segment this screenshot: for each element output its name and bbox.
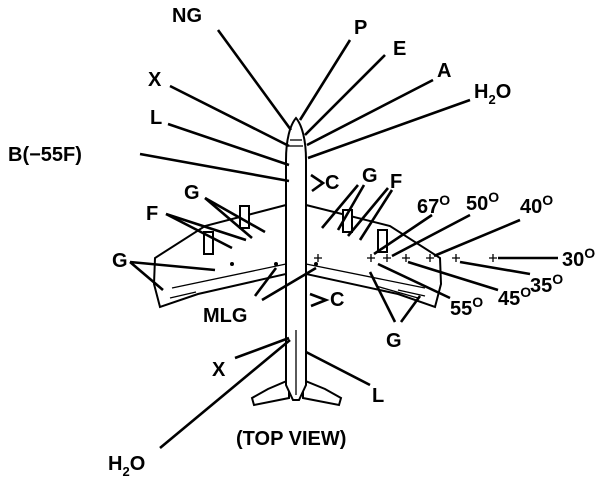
leader-f-right-b: [358, 189, 394, 241]
leader-g-left-upper-b: [204, 197, 253, 239]
leader-50: [391, 213, 471, 258]
leader-a: [306, 78, 434, 147]
engine-left-inner: [239, 205, 250, 229]
label-a: A: [437, 60, 451, 82]
label-e: E: [393, 38, 406, 60]
leader-f-left-b: [165, 212, 233, 250]
leader-b: [139, 152, 290, 183]
label-b-probe: B(−55F): [8, 144, 82, 166]
leader-l-bottom: [305, 350, 371, 387]
labels: NG P E A H2O X L B(−55F) C G G F F G MLG…: [8, 5, 595, 479]
right-stabilizer: [302, 378, 343, 407]
angle-30: 30O: [562, 245, 595, 271]
leader-h2o-top: [307, 98, 471, 160]
label-ng: NG: [172, 5, 202, 27]
angle-40: 40O: [520, 192, 553, 218]
leader-g-left-lower-b: [129, 261, 164, 291]
label-c-fwd: C: [325, 172, 339, 194]
label-l-top: L: [150, 107, 162, 129]
label-f-right: F: [390, 171, 402, 193]
leader-e: [304, 54, 386, 136]
label-x-bottom: X: [212, 359, 226, 381]
leader-mlg-b: [261, 266, 317, 302]
leader-g-left-upper-a: [204, 196, 266, 234]
label-l-bottom: L: [372, 385, 384, 407]
engine-right-outer: [377, 229, 388, 253]
leader-x-bottom: [234, 336, 290, 360]
right-wing: [305, 203, 443, 309]
label-g-left-lower: G: [112, 250, 128, 272]
leader-lines: [129, 29, 558, 449]
leader-ng: [216, 29, 293, 131]
engine-left-outer: [203, 231, 214, 255]
angle-55: 55O: [450, 294, 483, 320]
leader-g-right-upper-a: [321, 184, 359, 229]
label-h2o-top: H2O: [474, 81, 511, 107]
leader-45: [407, 260, 499, 292]
aircraft-outline: [152, 116, 443, 407]
angle-50: 50O: [466, 189, 499, 215]
label-g-right-upper: G: [362, 165, 378, 187]
leader-c-aft: [309, 292, 330, 308]
leader-c-fwd: [310, 173, 326, 193]
label-mlg: MLG: [203, 305, 247, 327]
leader-f-right-a: [347, 187, 389, 237]
angle-45: 45O: [498, 284, 531, 310]
label-h2o-bottom: H2O: [108, 453, 145, 479]
left-wing: [152, 203, 287, 309]
leader-h2o-bottom: [159, 339, 291, 449]
leader-x-top: [169, 84, 290, 148]
leader-p: [298, 39, 352, 121]
leader-67: [373, 213, 433, 256]
label-f-left: F: [146, 203, 158, 225]
leader-55: [377, 262, 451, 300]
angle-35: 35O: [530, 271, 563, 297]
label-c-aft: C: [330, 289, 344, 311]
left-stabilizer: [250, 378, 290, 407]
wing-sensor-markers: [230, 254, 497, 266]
leader-mlg-a: [253, 267, 278, 297]
leader-g-right-lower-b: [399, 295, 422, 323]
label-x-top: X: [148, 69, 162, 91]
right-flap-line: [305, 263, 426, 289]
leader-40: [433, 218, 521, 258]
label-g-left-upper: G: [184, 182, 200, 204]
leader-g-right-upper-b: [336, 184, 366, 231]
leader-g-left-lower-a: [129, 260, 216, 272]
left-flap-line: [171, 263, 287, 289]
leader-g-right-lower-a: [368, 271, 397, 323]
leader-35: [459, 260, 531, 276]
label-g-right-lower: G: [386, 330, 402, 352]
label-p: P: [354, 17, 367, 39]
angle-67: 67O: [417, 192, 450, 218]
leader-f-left-a: [165, 212, 247, 242]
leader-l-top: [167, 122, 290, 167]
view-caption: (TOP VIEW): [236, 428, 346, 450]
